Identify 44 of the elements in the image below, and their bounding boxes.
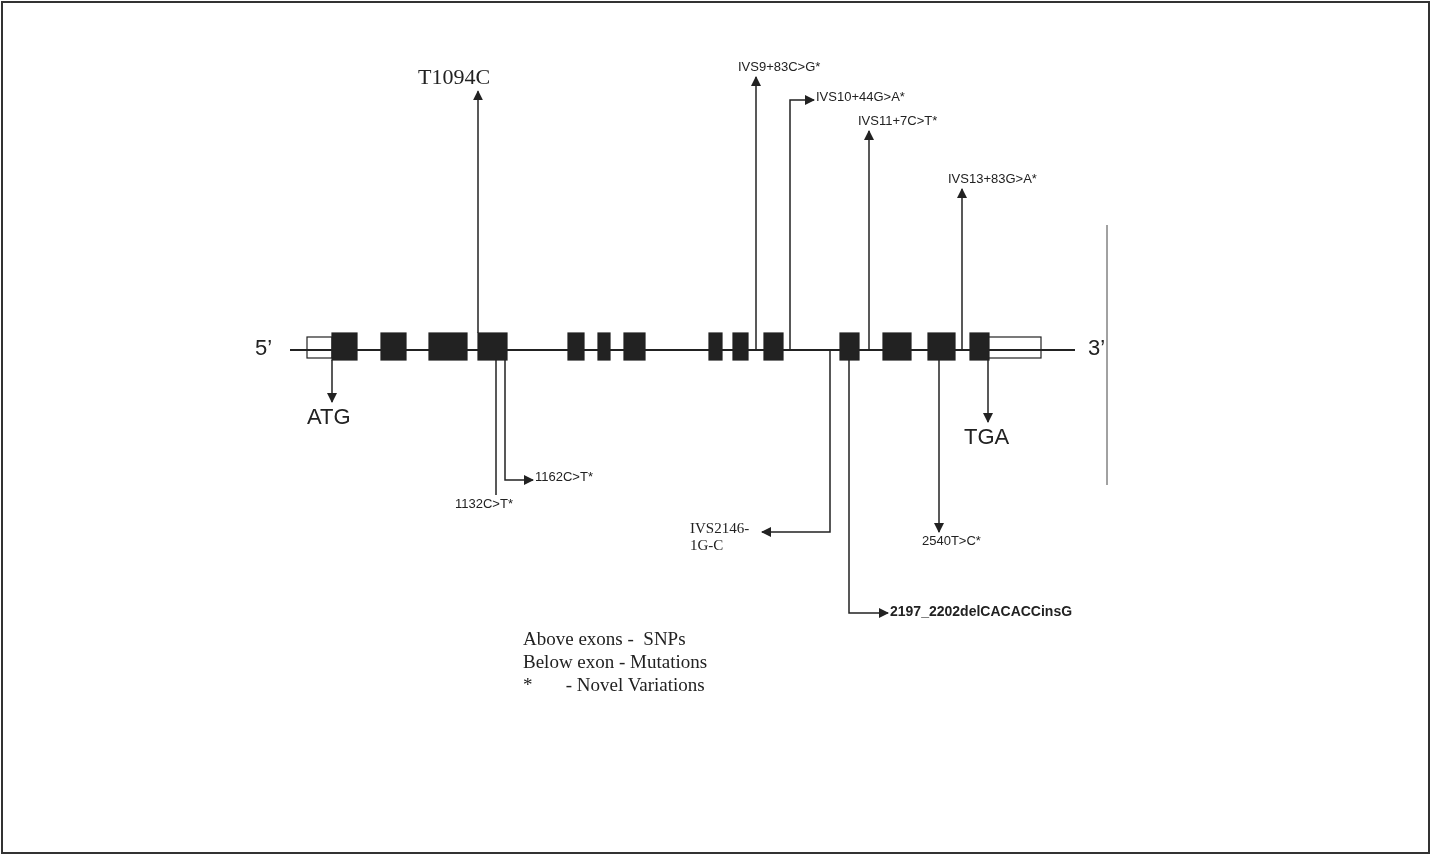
utr-box (988, 336, 1042, 359)
variant-label: 2197_2202delCACACCinsG (890, 603, 1073, 620)
legend-note: Below exon - Mutations (523, 651, 708, 673)
exon-box (331, 332, 358, 361)
arrow (934, 359, 944, 533)
variant-label: 2540T>C* (922, 534, 981, 549)
variant-label: IVS11+7C>T* (858, 114, 938, 129)
arrow (473, 90, 483, 334)
variant-label: ATG (307, 404, 351, 430)
exon-box (732, 332, 749, 361)
legend-note: * - Novel Variations (523, 674, 705, 696)
variant-label: TGA (964, 424, 1010, 450)
arrow (789, 95, 815, 351)
arrow (761, 349, 831, 537)
exon-box (597, 332, 611, 361)
exon-box (428, 332, 468, 361)
leader-line (495, 359, 497, 496)
exon-box (623, 332, 646, 361)
variant-label: IVS2146- 1G-C (690, 520, 760, 555)
gene-line (290, 349, 1075, 351)
exon-box (882, 332, 912, 361)
exon-box (708, 332, 723, 361)
exon-box (380, 332, 407, 361)
exon-box (763, 332, 784, 361)
arrow (864, 129, 874, 351)
arrow (327, 359, 337, 403)
variant-label: IVS10+44G>A* (816, 90, 905, 105)
arrow (504, 359, 534, 485)
exon-box (477, 332, 508, 361)
variant-label: IVS13+83G>A* (948, 172, 1037, 187)
exon-box (927, 332, 956, 361)
arrow (983, 359, 993, 423)
exon-box (839, 332, 860, 361)
strand-end-label: 3’ (1088, 335, 1106, 361)
arrow (751, 75, 761, 351)
variant-label: T1094C (418, 64, 491, 90)
arrow (957, 187, 967, 351)
strand-end-label: 5’ (255, 335, 273, 361)
legend-note: Above exons - SNPs (523, 628, 686, 650)
exon-box (567, 332, 585, 361)
variant-label: 1132C>T* (455, 497, 513, 512)
variant-label: 1162C>T* (535, 470, 593, 485)
arrow (848, 359, 889, 618)
variant-label: IVS9+83C>G* (738, 60, 821, 75)
